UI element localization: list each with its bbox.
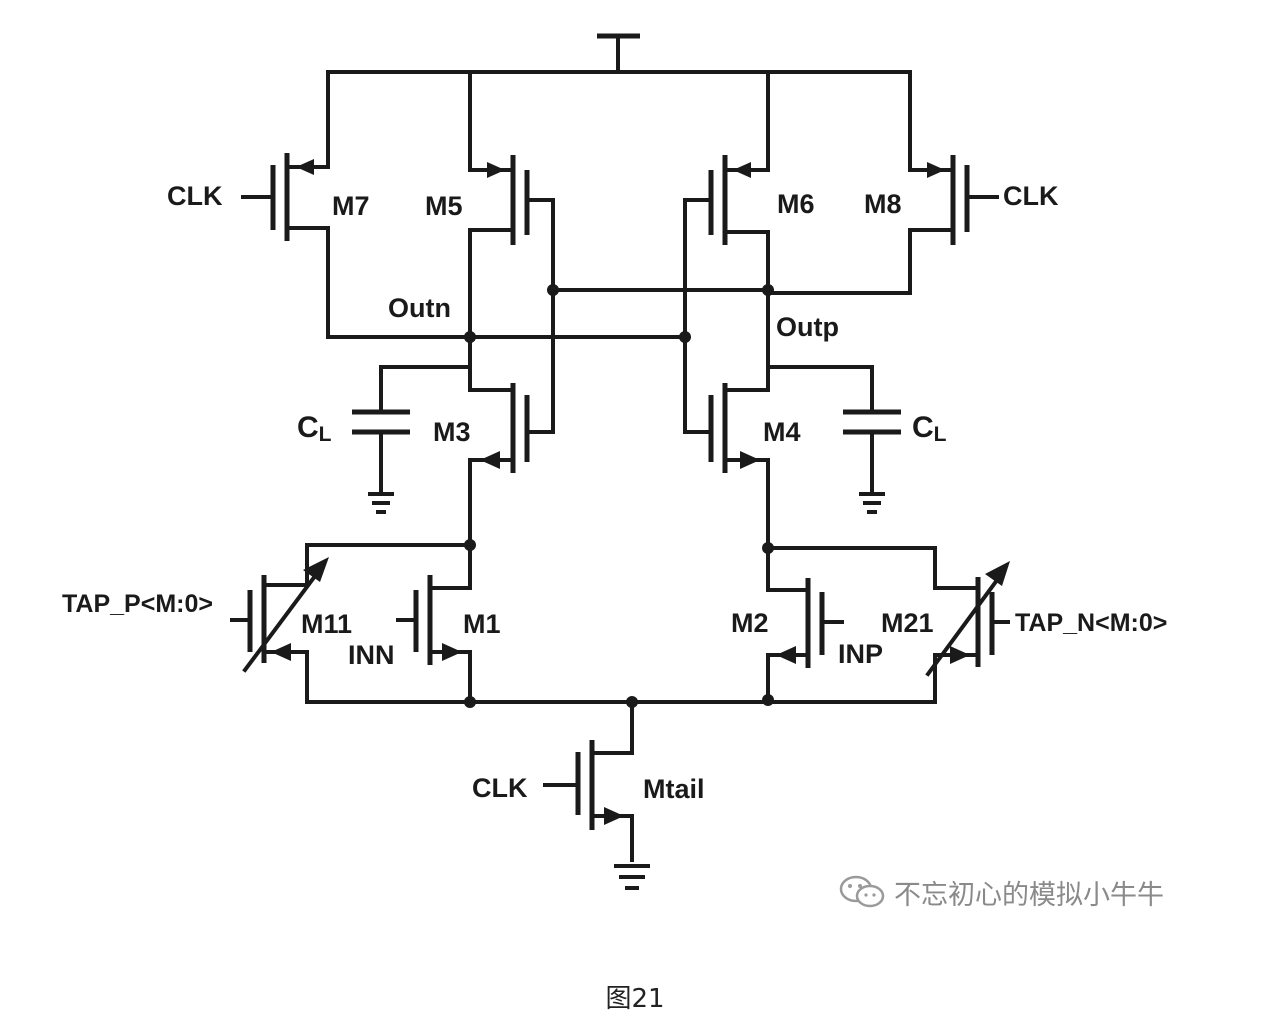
transistor-m21 <box>933 546 1010 704</box>
label-tap-p: TAP_P<M:0> <box>62 590 213 618</box>
transistor-m5 <box>468 70 555 292</box>
label-m8: M8 <box>864 189 902 219</box>
label-m4: M4 <box>763 417 801 447</box>
label-m3: M3 <box>433 417 471 447</box>
capacitor-cl-right <box>766 365 901 494</box>
label-outn: Outn <box>388 293 451 323</box>
ground-symbol <box>859 492 885 514</box>
label-m1: M1 <box>463 609 501 639</box>
label-m5: M5 <box>425 191 463 221</box>
variable-arrow-m21 <box>925 561 1010 677</box>
label-m7: M7 <box>332 191 370 221</box>
transistor-m2 <box>766 546 844 704</box>
label-clk-m8: CLK <box>1003 181 1059 211</box>
wire-m7-drain-outn <box>326 226 472 339</box>
ground-symbol <box>614 864 650 890</box>
transistor-mtail <box>543 700 634 862</box>
label-cl-left: CL <box>297 411 332 446</box>
node-dot <box>464 696 476 708</box>
vdd-supply-symbol <box>597 33 640 74</box>
wire-m8-drain-outp <box>766 228 912 295</box>
node-dot <box>762 694 774 706</box>
watermark: 不忘初心的模拟小牛牛 <box>838 872 1164 912</box>
ground-symbol <box>368 492 394 514</box>
label-m21: M21 <box>881 608 934 638</box>
transistor-m6 <box>683 70 770 339</box>
transistor-m1 <box>396 543 472 704</box>
label-mtail: Mtail <box>643 774 705 804</box>
label-cl-right: CL <box>912 411 947 446</box>
transistor-m8 <box>908 70 999 245</box>
label-m2: M2 <box>731 608 769 638</box>
label-inp: INP <box>838 639 883 669</box>
label-inn: INN <box>348 640 395 670</box>
transistor-m11 <box>230 543 309 704</box>
watermark-text: 不忘初心的模拟小牛牛 <box>894 879 1164 911</box>
transistor-m4 <box>683 288 770 550</box>
transistor-m3 <box>468 288 555 547</box>
label-outp: Outp <box>776 312 839 342</box>
label-clk-mtail: CLK <box>472 773 528 803</box>
label-m11: M11 <box>301 609 352 639</box>
label-m6: M6 <box>777 189 815 219</box>
capacitor-cl-left <box>352 365 472 494</box>
label-clk-m7: CLK <box>167 181 223 211</box>
transistor-m7 <box>241 70 330 241</box>
label-tap-n: TAP_N<M:0> <box>1015 609 1167 637</box>
figure-caption: 图21 <box>605 984 665 1014</box>
variable-arrow-m11 <box>242 557 329 673</box>
wechat-icon <box>839 875 885 908</box>
